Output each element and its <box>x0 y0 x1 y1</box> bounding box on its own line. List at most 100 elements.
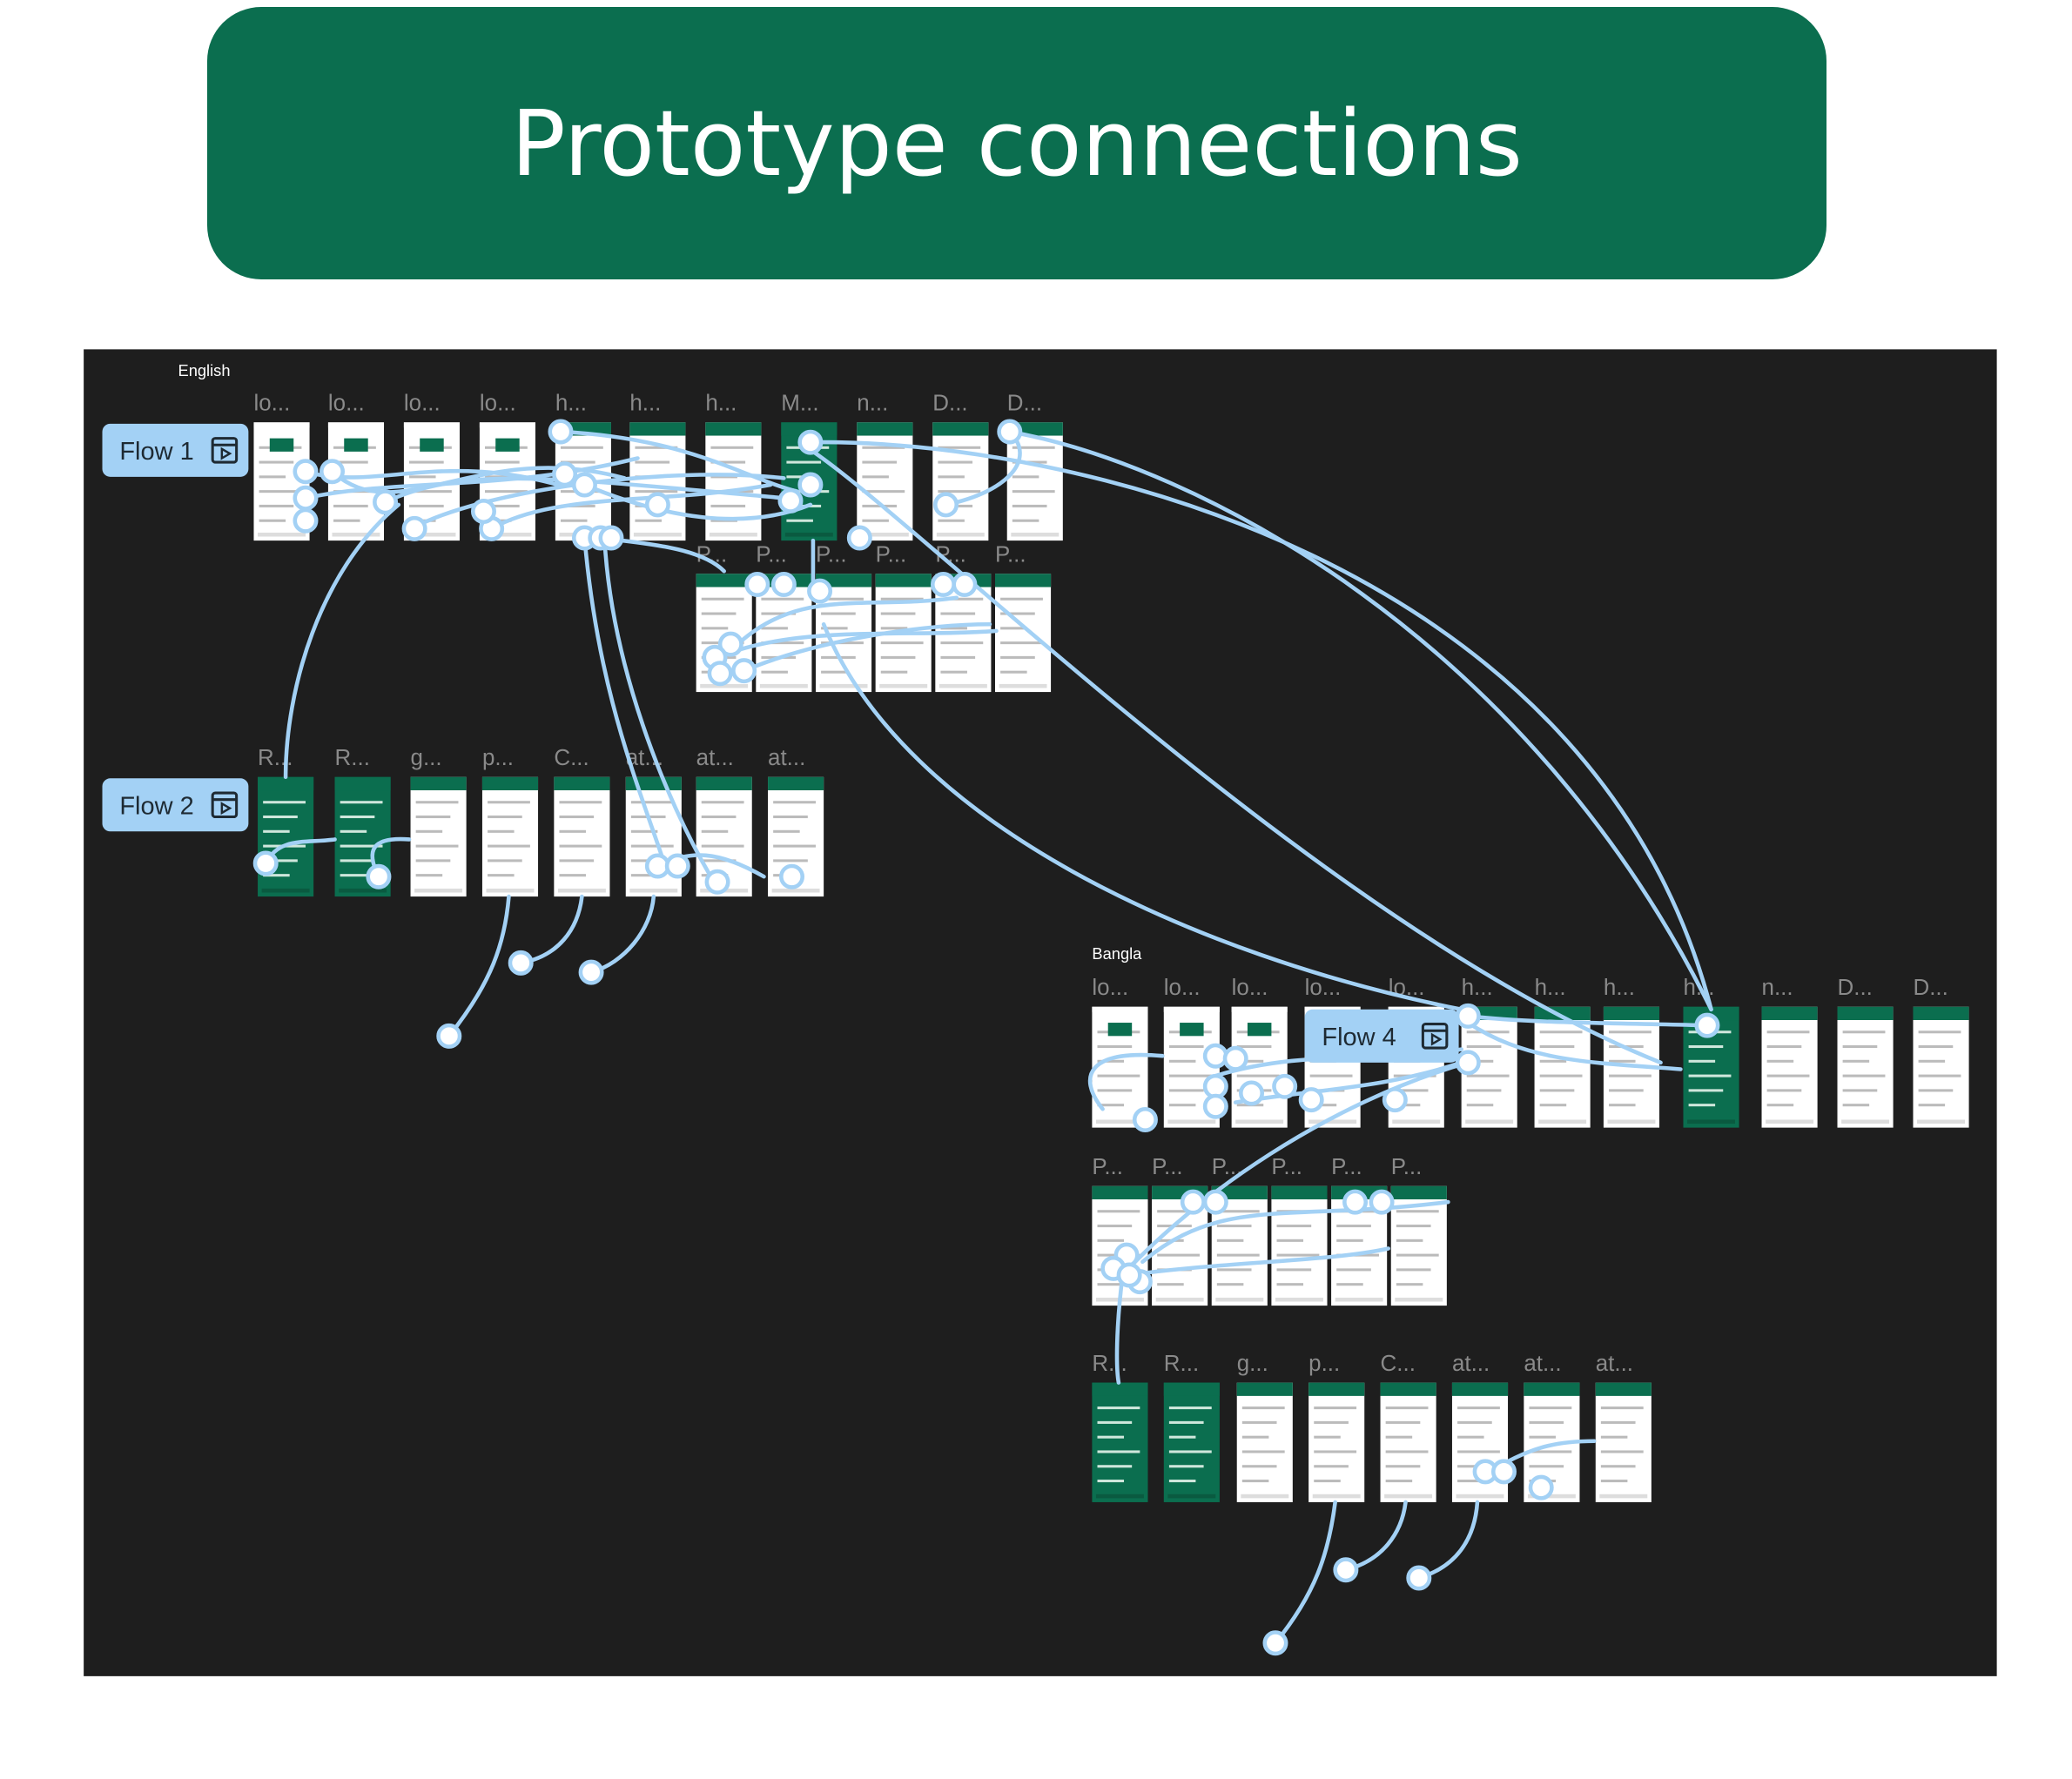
frame-bn-flow-7[interactable]: at... <box>1595 1352 1652 1502</box>
connection-hotspot[interactable] <box>1694 1012 1720 1038</box>
connection-hotspot[interactable] <box>797 429 824 455</box>
prototype-connection[interactable] <box>1114 1272 1125 1385</box>
prototype-connection[interactable] <box>447 894 511 1038</box>
connection-hotspot[interactable] <box>717 631 743 657</box>
connection-hotspot[interactable] <box>933 492 959 518</box>
connection-hotspot[interactable] <box>952 571 978 597</box>
prototype-connection[interactable] <box>602 535 713 879</box>
connection-hotspot[interactable] <box>1262 1630 1288 1656</box>
connection-hotspot[interactable] <box>777 487 804 514</box>
prototype-connection[interactable] <box>558 429 799 493</box>
prototype-connection[interactable] <box>808 440 1713 1012</box>
prototype-connection[interactable] <box>1233 1060 1463 1104</box>
frame-en-main-5[interactable]: h... <box>629 392 686 541</box>
connection-hotspot[interactable] <box>320 459 346 485</box>
connection-hotspot[interactable] <box>1180 1189 1206 1215</box>
connection-hotspot[interactable] <box>1455 1050 1481 1076</box>
connection-hotspot[interactable] <box>1382 1087 1408 1113</box>
connection-hotspot[interactable] <box>1333 1557 1359 1583</box>
connection-hotspot[interactable] <box>401 515 427 541</box>
connection-hotspot[interactable] <box>797 472 824 498</box>
connection-hotspot[interactable] <box>744 571 770 597</box>
frame-bn-main-9[interactable]: n... <box>1761 976 1818 1128</box>
frame-bn-flow-4[interactable]: C... <box>1380 1352 1436 1502</box>
frame-en-flow2-1[interactable]: R... <box>334 746 391 897</box>
connection-hotspot[interactable] <box>598 525 624 551</box>
prototype-connection[interactable] <box>582 535 667 866</box>
connection-hotspot[interactable] <box>293 459 319 485</box>
connection-hotspot[interactable] <box>807 578 833 604</box>
connection-hotspot[interactable] <box>1369 1189 1395 1215</box>
connection-hotspot[interactable] <box>508 950 534 976</box>
frame-bn-main-0[interactable]: lo... <box>1092 976 1148 1128</box>
frame-en-flow2-2[interactable]: g... <box>410 746 467 897</box>
connection-hotspot[interactable] <box>731 658 757 684</box>
connection-hotspot[interactable] <box>644 492 670 518</box>
frame-bn-flow-0[interactable]: R... <box>1092 1352 1148 1502</box>
connection-hotspot[interactable] <box>1202 1189 1228 1215</box>
prototype-connection[interactable] <box>1465 1014 1710 1028</box>
prototype-connection[interactable] <box>1007 429 1713 1012</box>
connection-hotspot[interactable] <box>1298 1087 1324 1113</box>
prototype-connection[interactable] <box>283 502 401 780</box>
connection-hotspot[interactable] <box>436 1023 462 1049</box>
frame-bn-main-11[interactable]: D... <box>1913 976 1969 1128</box>
prototype-connection[interactable] <box>1273 1500 1337 1646</box>
connection-hotspot[interactable] <box>1202 1093 1228 1119</box>
frame-en-flow2-3[interactable]: p... <box>481 746 539 897</box>
connection-hotspot[interactable] <box>997 419 1023 445</box>
connection-hotspot[interactable] <box>578 959 604 985</box>
connection-hotspot[interactable] <box>1116 1262 1142 1288</box>
prototype-connection[interactable] <box>1087 1052 1165 1111</box>
connection-hotspot[interactable] <box>1406 1565 1432 1591</box>
connection-hotspot[interactable] <box>1342 1189 1369 1215</box>
flow-starting-point-1[interactable]: Flow 1 <box>102 423 249 477</box>
connection-hotspot[interactable] <box>1455 1003 1481 1029</box>
frame-bn-main-10[interactable]: D... <box>1837 976 1894 1128</box>
frame-en-flow2-0[interactable]: R... <box>258 746 314 897</box>
connection-hotspot[interactable] <box>704 869 730 895</box>
prototype-connection[interactable] <box>1127 1246 1390 1278</box>
flow-starting-point-3[interactable]: Flow 4 <box>1304 1009 1459 1063</box>
prototype-connection[interactable] <box>1120 1060 1470 1278</box>
connection-hotspot[interactable] <box>552 461 578 487</box>
frame-en-p-5[interactable]: P... <box>994 543 1052 693</box>
connection-hotspot[interactable] <box>1490 1459 1517 1485</box>
frame-bn-flow-1[interactable]: R... <box>1163 1352 1220 1502</box>
connection-hotspot[interactable] <box>373 489 399 515</box>
connection-hotspot[interactable] <box>1132 1106 1158 1132</box>
prototype-connection[interactable] <box>582 482 813 521</box>
connection-hotspot[interactable] <box>930 571 956 597</box>
play-frame-icon[interactable] <box>1421 1023 1449 1050</box>
prototype-connection[interactable] <box>811 449 1663 1065</box>
connection-hotspot[interactable] <box>1222 1045 1248 1071</box>
connection-hotspot[interactable] <box>548 419 574 445</box>
prototype-connection[interactable] <box>821 621 1463 1012</box>
connection-hotspot[interactable] <box>770 571 797 597</box>
prototype-connection[interactable] <box>489 482 773 531</box>
connection-hotspot[interactable] <box>1239 1080 1265 1106</box>
connection-hotspot[interactable] <box>664 853 690 879</box>
frame-bn-p-3[interactable]: P... <box>1271 1155 1328 1306</box>
frame-en-flow2-4[interactable]: C... <box>554 746 610 897</box>
connection-hotspot[interactable] <box>571 472 597 498</box>
prototype-connection[interactable] <box>1465 1020 1683 1071</box>
connection-hotspot[interactable] <box>293 485 319 511</box>
connection-hotspot[interactable] <box>846 525 872 551</box>
frame-bn-main-1[interactable]: lo... <box>1163 976 1220 1128</box>
prototype-connection[interactable] <box>742 621 992 673</box>
play-frame-icon[interactable] <box>211 437 239 464</box>
frame-en-flow2-6[interactable]: at... <box>696 746 752 897</box>
prototype-connection[interactable] <box>715 628 999 660</box>
prototype-connection[interactable] <box>383 476 786 505</box>
connection-hotspot[interactable] <box>470 499 496 525</box>
play-frame-icon[interactable] <box>211 791 239 819</box>
prototype-connection[interactable] <box>729 595 959 654</box>
frame-bn-flow-3[interactable]: p... <box>1308 1352 1365 1502</box>
frame-bn-flow-2[interactable]: g... <box>1236 1352 1293 1502</box>
connection-hotspot[interactable] <box>707 661 733 687</box>
connection-hotspot[interactable] <box>779 863 805 890</box>
connection-hotspot[interactable] <box>1202 1043 1228 1069</box>
connection-hotspot[interactable] <box>1528 1474 1554 1500</box>
